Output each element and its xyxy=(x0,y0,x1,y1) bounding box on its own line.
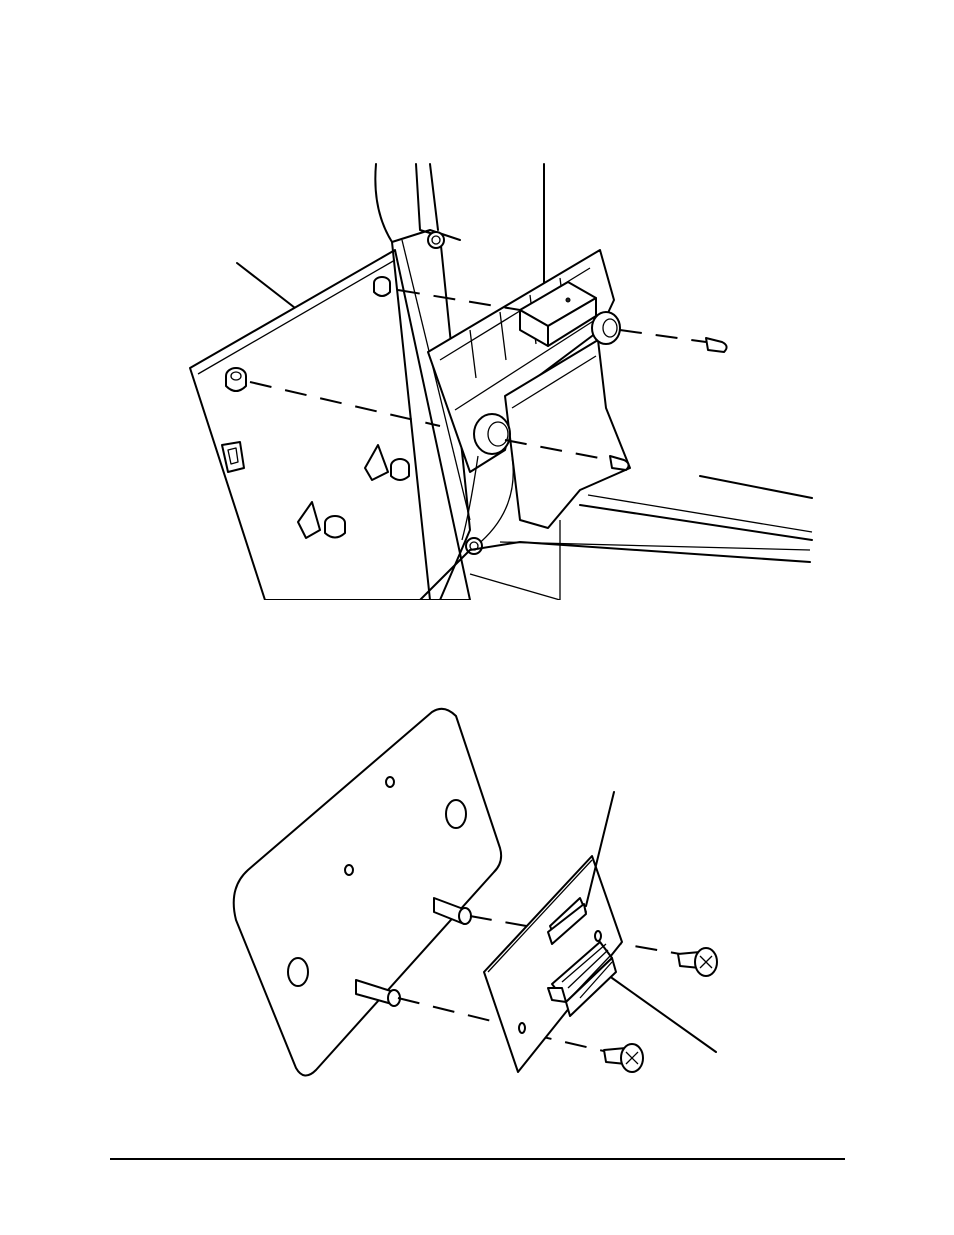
standoff-upper-left xyxy=(226,368,246,391)
assembly-line-4 xyxy=(620,330,706,342)
assembly-diagram-bottom xyxy=(0,700,954,1100)
plate-hole-lower xyxy=(288,958,308,986)
callout-leader-header xyxy=(612,978,716,1052)
cable xyxy=(476,456,513,546)
mounting-plate xyxy=(234,709,501,1076)
standoff-top xyxy=(374,277,390,296)
board-hole-2 xyxy=(595,931,601,941)
mounting-panel xyxy=(190,250,470,600)
screw-lower xyxy=(604,1044,643,1072)
screw-upper xyxy=(678,948,717,976)
plate-pin-1 xyxy=(386,777,394,787)
footer-rule xyxy=(110,1158,845,1160)
boss-upper xyxy=(592,312,620,344)
pin-upper xyxy=(706,338,727,352)
boss-lower xyxy=(474,414,510,454)
assembly-diagram-top xyxy=(0,150,954,605)
board-hole xyxy=(519,1023,525,1033)
frame-nut-top xyxy=(428,232,444,248)
plate-pin-2 xyxy=(345,865,353,875)
plate-hole-upper xyxy=(446,800,466,828)
